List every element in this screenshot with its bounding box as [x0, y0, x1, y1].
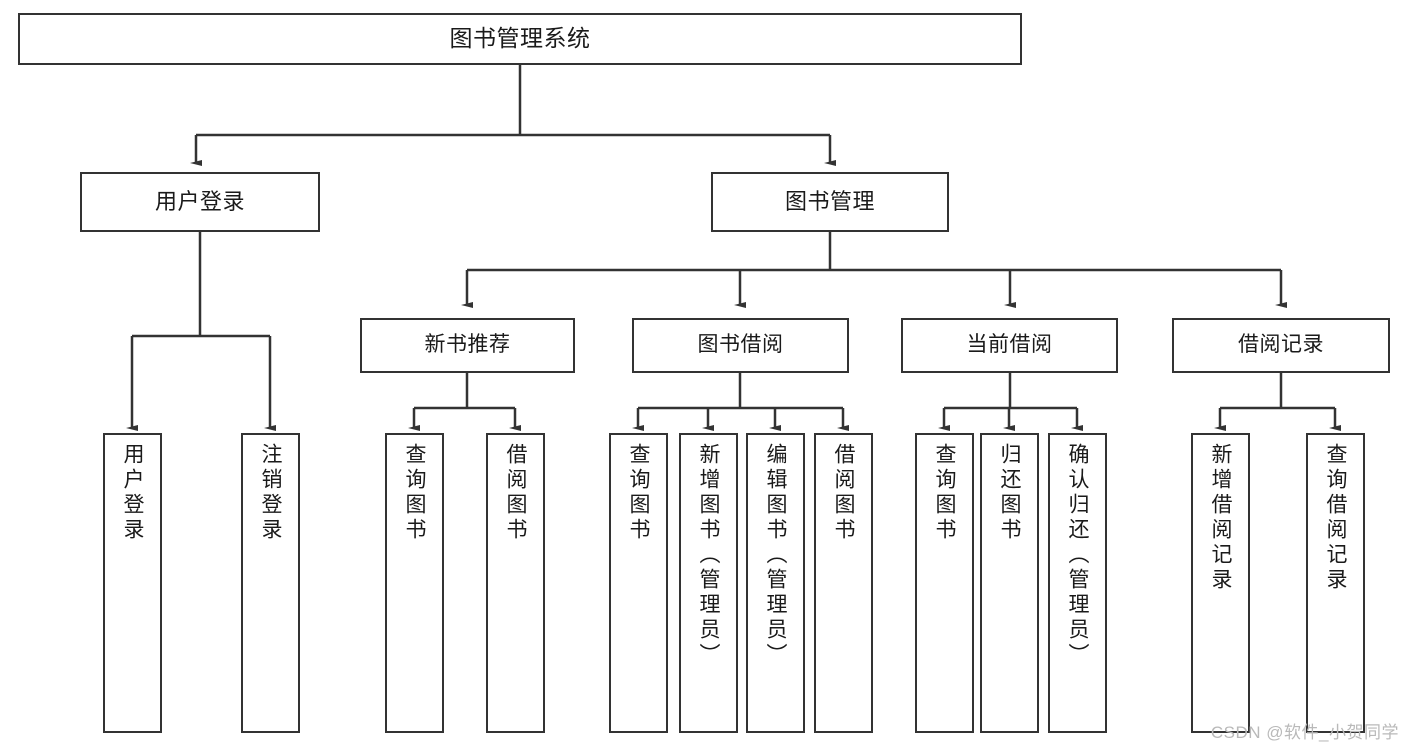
node-new-book-recommend[interactable]: 新书推荐: [360, 318, 575, 373]
node-borrow-record[interactable]: 借阅记录: [1172, 318, 1390, 373]
leaf-current-borrow-return-book[interactable]: 归还图书: [980, 433, 1039, 733]
node-label: 当前借阅: [966, 333, 1053, 357]
leaf-book-borrow-edit-book-admin[interactable]: 编辑图书（管理员）: [746, 433, 805, 733]
node-label: 用户登录: [154, 189, 245, 215]
node-user-login[interactable]: 用户登录: [80, 172, 320, 232]
leaf-new-book-borrow-book[interactable]: 借阅图书: [486, 433, 545, 733]
node-label: 借阅图书: [832, 443, 855, 543]
node-label: 归还图书: [998, 443, 1021, 543]
node-root-book-management-system[interactable]: 图书管理系统: [18, 13, 1022, 65]
leaf-current-borrow-query-book[interactable]: 查询图书: [915, 433, 974, 733]
node-book-borrow[interactable]: 图书借阅: [632, 318, 849, 373]
watermark-text: CSDN @软件_小贺同学: [1210, 723, 1399, 742]
leaf-user-login-login[interactable]: 用户登录: [103, 433, 162, 733]
node-label: 图书管理: [784, 189, 875, 215]
leaf-current-borrow-confirm-return-admin[interactable]: 确认归还（管理员）: [1048, 433, 1107, 733]
node-label: 查询图书: [933, 443, 956, 543]
node-label: 查询图书: [403, 443, 426, 543]
node-label: 新书推荐: [424, 333, 511, 357]
node-label: 借阅图书: [504, 443, 527, 543]
node-label: 查询借阅记录: [1324, 443, 1347, 593]
node-label: 用户登录: [121, 443, 144, 543]
leaf-book-borrow-add-book-admin[interactable]: 新增图书（管理员）: [679, 433, 738, 733]
node-label: 查询图书: [627, 443, 650, 543]
node-label: 注销登录: [259, 443, 282, 543]
node-label: 编辑图书（管理员）: [764, 443, 787, 668]
node-current-borrow[interactable]: 当前借阅: [901, 318, 1118, 373]
node-book-management[interactable]: 图书管理: [711, 172, 949, 232]
leaf-user-login-logout[interactable]: 注销登录: [241, 433, 300, 733]
node-label: 确认归还（管理员）: [1066, 443, 1089, 668]
node-label: 新增借阅记录: [1209, 443, 1232, 593]
leaf-borrow-record-add-record[interactable]: 新增借阅记录: [1191, 433, 1250, 733]
leaf-borrow-record-query-record[interactable]: 查询借阅记录: [1306, 433, 1365, 733]
node-label: 借阅记录: [1238, 333, 1324, 357]
leaf-book-borrow-query-book[interactable]: 查询图书: [609, 433, 668, 733]
node-label: 图书借阅: [697, 333, 784, 357]
node-label: 新增图书（管理员）: [697, 443, 720, 668]
leaf-book-borrow-borrow-book[interactable]: 借阅图书: [814, 433, 873, 733]
leaf-new-book-query-book[interactable]: 查询图书: [385, 433, 444, 733]
node-label: 图书管理系统: [449, 25, 591, 52]
